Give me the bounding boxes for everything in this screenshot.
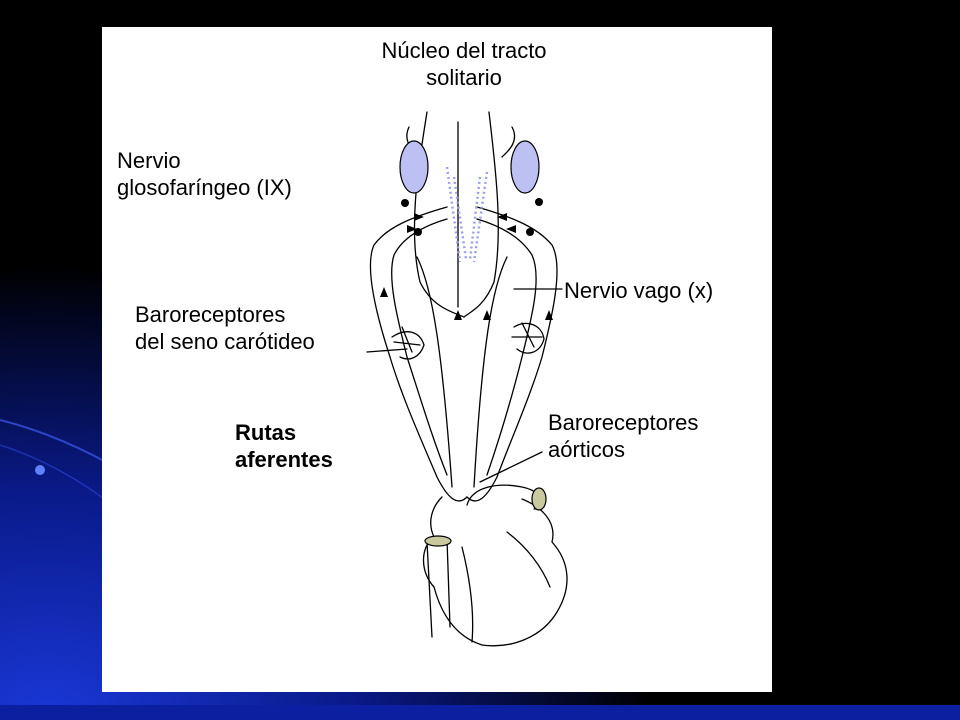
aortic-cap bbox=[531, 487, 547, 511]
label-glossopharyngeal: Nervio glosofaríngeo (IX) bbox=[117, 147, 292, 201]
label-nucleus-line2: solitario bbox=[426, 65, 502, 90]
label-glosso-line2: glosofaríngeo (IX) bbox=[117, 175, 292, 200]
leader-aortic bbox=[479, 451, 543, 483]
label-nucleus-line1: Núcleo del tracto bbox=[381, 38, 547, 63]
node-dot bbox=[401, 199, 409, 207]
heart-ventricle-line bbox=[506, 531, 551, 588]
solitary-tract-fiber bbox=[452, 176, 468, 260]
brainstem-right-edge bbox=[501, 126, 516, 158]
aortic-branch bbox=[511, 322, 545, 354]
glossopharyngeal-nerve bbox=[369, 206, 468, 502]
diagram-panel: Núcleo del tracto solitario Nervio gloso… bbox=[102, 27, 772, 692]
nucleus-left bbox=[399, 140, 429, 194]
arrow-right bbox=[407, 225, 417, 233]
heart-inner-line bbox=[461, 546, 474, 643]
central-trunk-right bbox=[473, 256, 508, 488]
arrow-up bbox=[545, 310, 553, 320]
arrow-left bbox=[497, 213, 507, 221]
label-aortic-line2: aórticos bbox=[548, 437, 626, 462]
node-dot bbox=[414, 228, 422, 236]
label-aortic: Baroreceptores aórticos bbox=[548, 409, 698, 463]
label-glosso-line1: Nervio bbox=[117, 148, 181, 173]
arrow-right bbox=[414, 213, 424, 221]
arrow-left bbox=[506, 225, 516, 233]
bottom-stripe bbox=[0, 705, 960, 720]
swoosh-dot bbox=[35, 465, 45, 475]
heart-outline bbox=[422, 496, 568, 647]
glossopharyngeal-nerve-inner bbox=[391, 218, 448, 476]
nucleus-right bbox=[510, 140, 540, 194]
arrow-up bbox=[483, 310, 491, 320]
label-carotid-line1: Baroreceptores bbox=[135, 302, 286, 327]
central-trunk-left bbox=[416, 256, 453, 488]
label-vagus: Nervio vago (x) bbox=[564, 278, 714, 303]
node-dot bbox=[535, 198, 543, 206]
solitary-tract-fiber bbox=[445, 166, 462, 263]
label-carotid: Baroreceptores del seno carótideo bbox=[135, 301, 315, 355]
node-dot bbox=[526, 228, 534, 236]
label-routes: Rutas aferentes bbox=[235, 419, 333, 473]
label-routes-line2: aferentes bbox=[235, 447, 333, 472]
label-nucleus: Núcleo del tracto solitario bbox=[334, 37, 594, 91]
vagus-nerve-inner bbox=[476, 218, 537, 476]
leader-carotid bbox=[366, 348, 408, 353]
vessel-cap bbox=[424, 535, 452, 547]
label-aortic-line1: Baroreceptores bbox=[548, 410, 699, 435]
label-routes-line1: Rutas bbox=[235, 420, 297, 445]
solitary-tract-fiber bbox=[468, 176, 482, 260]
label-carotid-line2: del seno carótideo bbox=[135, 329, 315, 354]
great-vessel-left bbox=[426, 538, 451, 638]
vagus-nerve bbox=[466, 206, 558, 502]
solitary-tract-fiber bbox=[472, 171, 489, 263]
arrow-up bbox=[380, 287, 388, 297]
arrow-up bbox=[454, 310, 462, 320]
carotid-sinus-branch bbox=[391, 326, 425, 360]
nerve-diagram bbox=[366, 111, 568, 647]
